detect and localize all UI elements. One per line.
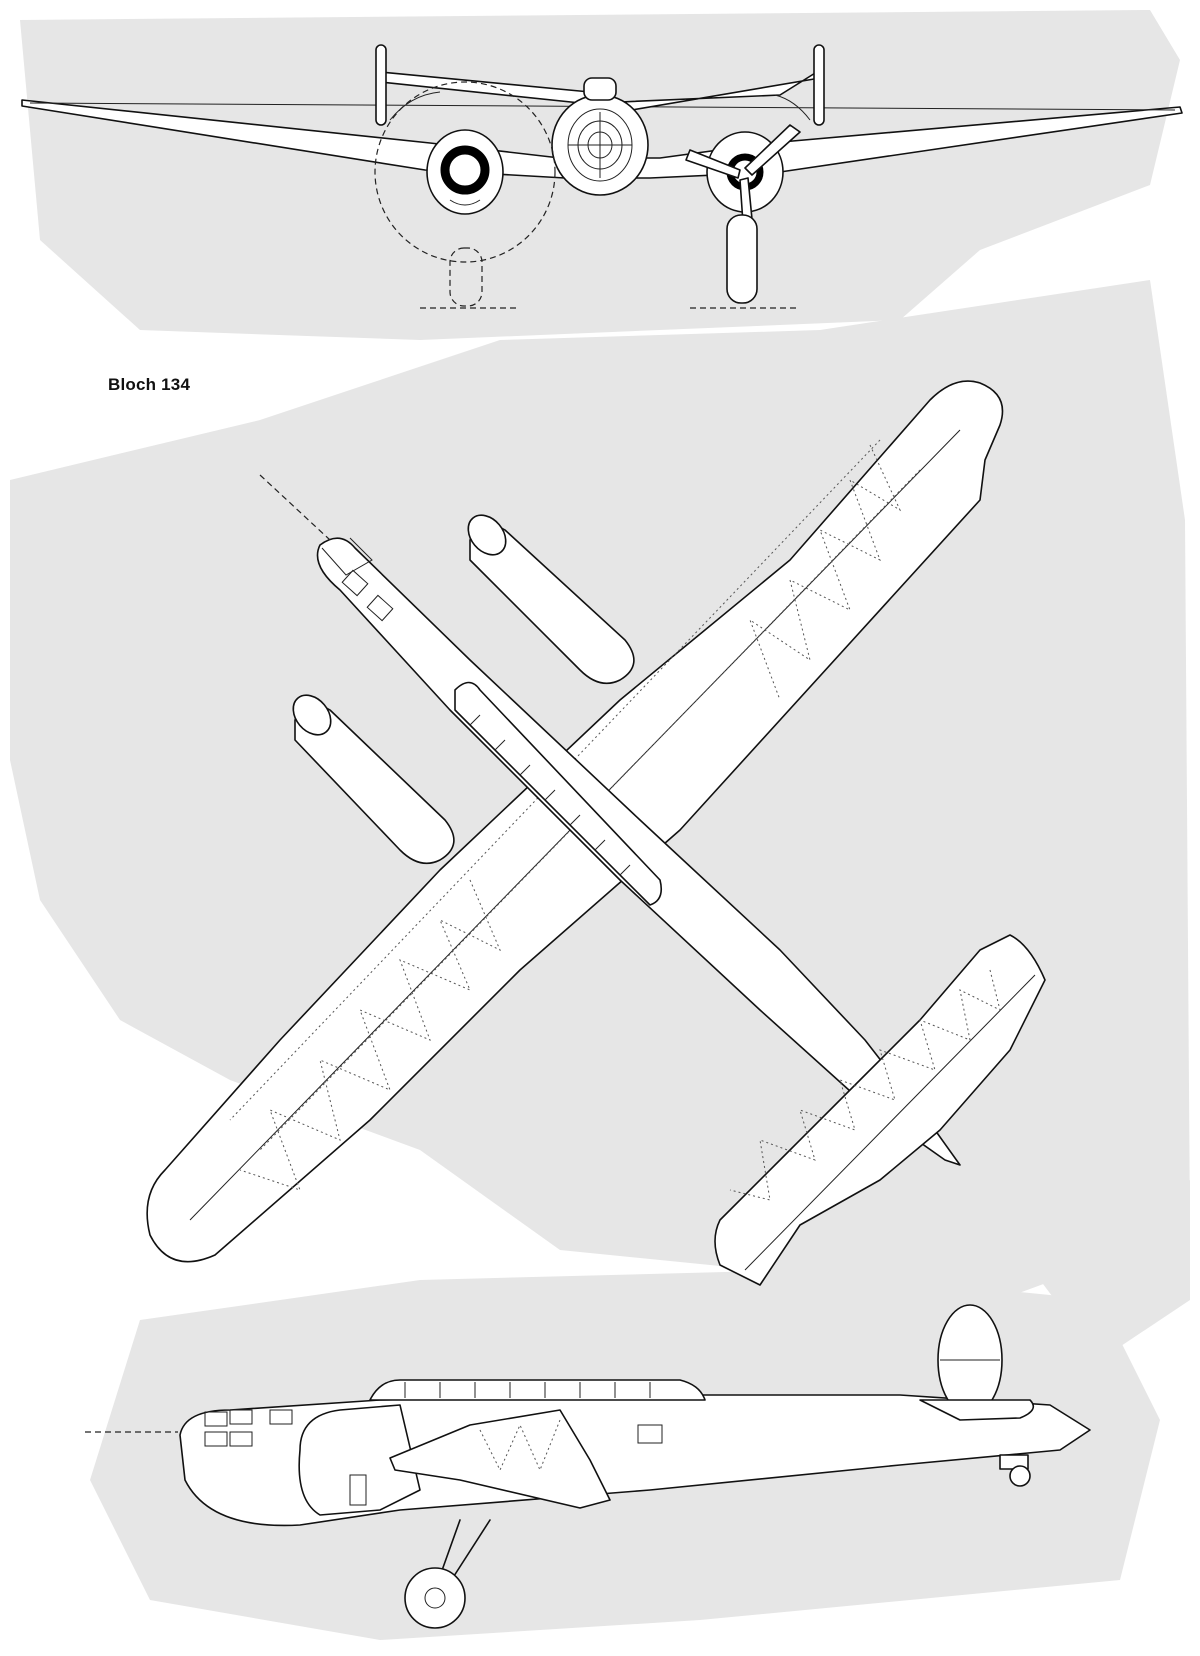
- side-canopy: [369, 1379, 706, 1401]
- side-main-wheel: [404, 1567, 466, 1629]
- aircraft-label: Bloch 134: [108, 375, 191, 394]
- front-view: [21, 44, 1183, 309]
- top-view: [146, 380, 1046, 1286]
- side-engine: [298, 1404, 421, 1516]
- side-wing: [389, 1409, 611, 1509]
- front-left-engine: [426, 129, 504, 215]
- top-canopy: [454, 681, 663, 906]
- right-fin: [813, 44, 825, 126]
- side-view: [85, 1304, 1091, 1629]
- top-tailplane: [714, 934, 1046, 1286]
- front-right-gear: [726, 214, 758, 304]
- left-fin: [375, 44, 387, 126]
- side-tail-wheel: [1009, 1465, 1031, 1487]
